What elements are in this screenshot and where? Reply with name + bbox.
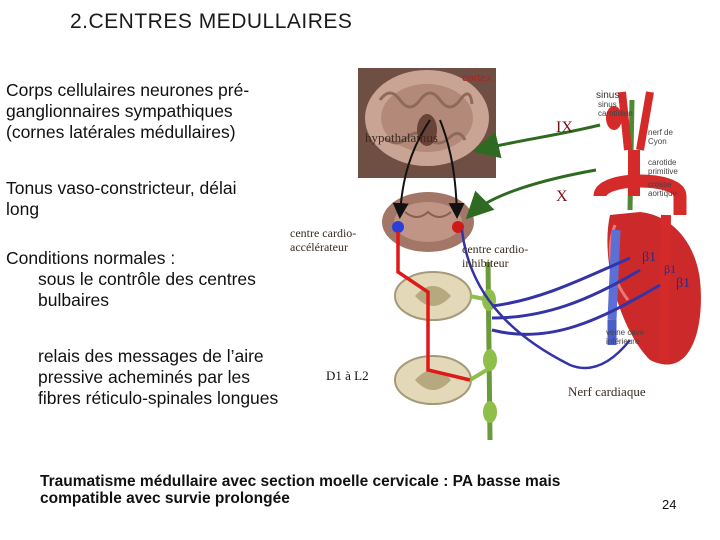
label-crosse-aortique: crosse aortique xyxy=(648,180,677,198)
label-centre-acc-line-2: accélérateur xyxy=(290,240,348,254)
nerve-cardiaque-path-1 xyxy=(491,256,631,308)
page-number: 24 xyxy=(662,497,677,512)
relais-line-2: pressive acheminés par les xyxy=(38,367,251,387)
label-nerf-cardiaque: Nerf cardiaque xyxy=(568,384,646,399)
traumatisme-line-1: Traumatisme médullaire avec section moel… xyxy=(40,473,561,490)
label-sinus: sinus xyxy=(596,90,620,101)
label-nerve-x: X xyxy=(556,188,568,205)
medulla-section-image xyxy=(382,192,474,252)
label-nerf-de-cyon: nerf de Cyon xyxy=(648,128,673,146)
label-centre-accelerateur: centre cardio- accélérateur xyxy=(290,226,356,254)
label-beta1-a: β1 xyxy=(642,250,657,265)
nerve-cardiaque-path-3 xyxy=(491,283,661,336)
label-centre-inhibiteur: centre cardio- inhibiteur xyxy=(462,242,528,270)
slide-title: 2.CENTRES MEDULLAIRES xyxy=(70,10,353,33)
label-nerf-de-cyon-line-1: nerf de xyxy=(648,128,673,137)
conditions-line-1: Conditions normales : xyxy=(6,248,176,268)
label-cortex: cortex xyxy=(462,70,492,84)
tonus-line-2: long xyxy=(6,199,40,219)
label-crosse-line-1: crosse xyxy=(648,180,672,189)
label-veine-cave-line-1: veine cave xyxy=(606,328,645,337)
nerve-x-path xyxy=(465,168,597,220)
label-carotide-primitive: carotide primitive xyxy=(648,158,678,176)
spinal-cord-images xyxy=(388,252,518,442)
label-sinus-carotidien-line-1: sinus xyxy=(598,100,617,109)
conditions-line-2: sous le contrôle des centres xyxy=(38,269,256,289)
vagal-efferent-path xyxy=(460,229,631,370)
label-sinus-carotidien-line-2: carotidien xyxy=(598,109,633,118)
label-beta1-c: β1 xyxy=(676,276,691,291)
conditions-line-3: bulbaires xyxy=(38,290,110,310)
tonus-line-1: Tonus vaso-constricteur, délai xyxy=(6,178,237,198)
label-nerf-de-cyon-line-2: Cyon xyxy=(648,137,667,146)
label-centre-inh-line-1: centre cardio- xyxy=(462,242,529,256)
inhibitor-center-dot xyxy=(452,221,464,233)
tonus-text: Tonus vaso-constricteur, délai long xyxy=(6,178,237,220)
label-veine-cave-inferieure: veine cave inférieure xyxy=(606,328,644,346)
label-hypothalamus: hypothalamus xyxy=(365,130,438,145)
corps-line-1: Corps cellulaires neurones pré- xyxy=(6,80,250,100)
nerve-cardiaque-path-2 xyxy=(491,268,641,320)
label-centre-acc-line-1: centre cardio- xyxy=(290,226,357,240)
label-carotide-line-1: carotide xyxy=(648,158,677,167)
label-crosse-line-2: aortique xyxy=(648,189,677,198)
traumatisme-line-2: compatible avec survie prolongée xyxy=(40,490,290,507)
label-carotide-line-2: primitive xyxy=(648,167,678,176)
label-centre-inh-line-2: inhibiteur xyxy=(462,256,509,270)
corps-cellulaires-text: Corps cellulaires neurones pré- ganglion… xyxy=(6,80,249,143)
label-sinus-carotidien: sinus carotidien xyxy=(598,100,633,118)
conditions-text: Conditions normales : sous le contrôle d… xyxy=(6,248,256,311)
relais-line-1: relais des messages de l’aire xyxy=(38,346,264,366)
accelerator-center-dot xyxy=(392,221,404,233)
label-d1-l2: D1 à L2 xyxy=(326,368,369,383)
label-beta1-b: β1 xyxy=(664,262,677,276)
traumatisme-text: Traumatisme médullaire avec section moel… xyxy=(40,473,560,507)
relais-line-3: fibres réticulo-spinales longues xyxy=(38,388,279,408)
corps-line-3: (cornes latérales médullaires) xyxy=(6,122,236,142)
label-veine-cave-line-2: inférieure xyxy=(606,337,640,346)
hypothalamus-arrow-accel xyxy=(392,119,431,219)
accelerator-pathway xyxy=(396,232,471,382)
relais-text: relais des messages de l’aire pressive a… xyxy=(38,346,278,409)
label-nerve-ix: IX xyxy=(556,119,573,136)
corps-line-2: ganglionnaires sympathiques xyxy=(6,101,233,121)
nerve-ix-path xyxy=(472,123,601,159)
hypothalamus-arrow-inhib xyxy=(439,119,465,219)
